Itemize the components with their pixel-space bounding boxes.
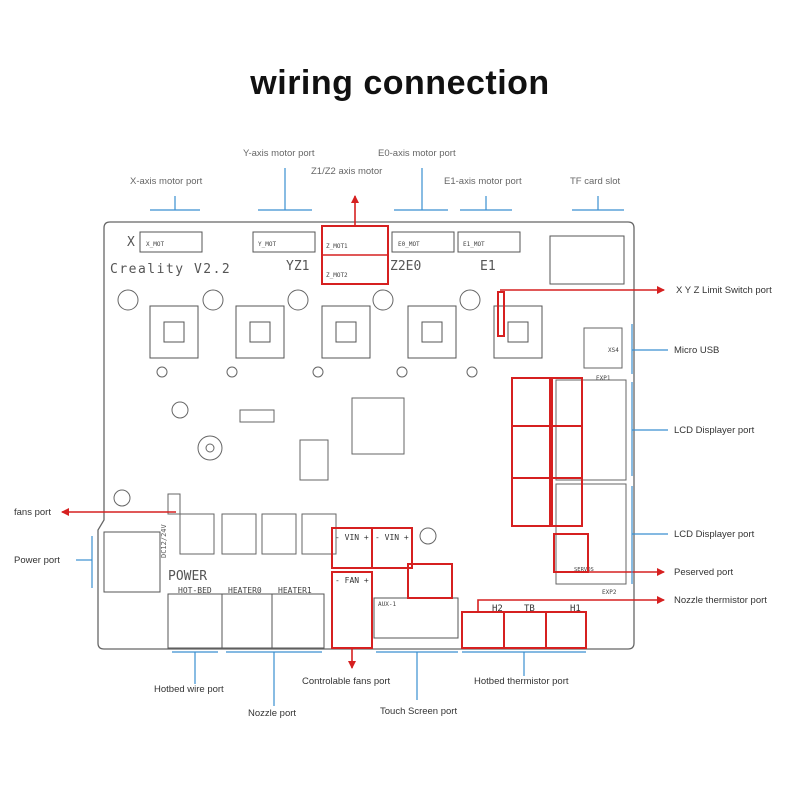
heater-terminals	[167, 593, 325, 649]
board-power-label: POWER	[168, 569, 207, 584]
thermistor-highlight	[461, 611, 587, 649]
vin-fan-highlight	[331, 527, 453, 649]
hotbed-thermistor-label: Hotbed thermistor port	[474, 676, 569, 687]
board-axis-e1: E1	[480, 259, 496, 274]
board-axis-x: X	[127, 235, 135, 250]
lcd2-label: LCD Displayer port	[674, 529, 755, 540]
e1-motor-connector	[457, 231, 521, 253]
x-motor-connector	[139, 231, 203, 253]
board-components	[113, 327, 627, 585]
conn-zmot2-text: Z_MOT2	[326, 272, 348, 279]
capacitors	[117, 289, 481, 311]
controllable-fans-label: Controlable fans port	[302, 676, 391, 687]
motor-connectors	[139, 231, 625, 285]
board-th-h1: H1	[570, 604, 581, 614]
power-jack	[103, 531, 161, 593]
board-th-h2: H2	[492, 604, 503, 614]
board-th-tb: TB	[524, 604, 535, 614]
board-fan-label: - FAN +	[335, 576, 369, 585]
driver-chips	[149, 305, 543, 359]
leader-lines	[76, 168, 668, 706]
power-port-label: Power port	[14, 555, 60, 566]
board-hotbed-label: HOT-BED	[178, 586, 212, 595]
board-heater0-label: HEATER0	[228, 586, 262, 595]
diagram-title: wiring connection	[250, 64, 550, 102]
board-vin1: - VIN +	[335, 533, 369, 542]
board-brand: Creality V2.2	[110, 262, 231, 277]
conn-e1mot-text: E1_MOT	[463, 241, 485, 248]
reserved-label: Peserved port	[674, 567, 734, 578]
y-motor-label: Y-axis motor port	[243, 148, 315, 159]
trimpots	[156, 366, 478, 378]
board-axis-z2e0: Z2E0	[390, 259, 421, 274]
board-exp1: EXP1	[596, 375, 611, 382]
tf-card-label: TF card slot	[570, 176, 621, 187]
thermistor-arrow	[477, 596, 665, 612]
nozzle-thermistor-label: Nozzle thermistor port	[674, 595, 767, 606]
e1-motor-label: E1-axis motor port	[444, 176, 522, 187]
board-servos: SERVOS	[574, 567, 594, 573]
hotbed-wire-label: Hotbed wire port	[154, 684, 224, 695]
board-axis-yz1: YZ1	[286, 259, 309, 274]
board-outline	[97, 221, 635, 650]
e0-motor-label: E0-axis motor port	[378, 148, 456, 159]
conn-zmot1-text: Z_MOT1	[326, 243, 348, 250]
nozzle-label: Nozzle port	[248, 708, 297, 719]
micro-usb-label: Micro USB	[674, 345, 720, 356]
x-motor-label: X-axis motor port	[130, 176, 203, 187]
conn-ymot-text: Y_MOT	[258, 241, 276, 248]
board-heater1-label: HEATER1	[278, 586, 312, 595]
conn-e0mot-text: E0_MOT	[398, 241, 420, 248]
e0-motor-connector	[391, 231, 455, 253]
board-exp2: EXP2	[602, 589, 617, 596]
red-arrows	[61, 195, 665, 669]
lcd1-label: LCD Displayer port	[674, 425, 755, 436]
limit-switch-highlight	[497, 291, 583, 527]
conn-xmot-text: X_MOT	[146, 241, 164, 248]
board-aux1-label: AUX-1	[378, 601, 396, 608]
board-dc-label: DC12/24V	[160, 523, 168, 558]
y-motor-connector	[252, 231, 316, 253]
touch-screen-label: Touch Screen port	[380, 706, 458, 717]
fans-label: fans port	[14, 507, 51, 518]
board-xs4: XS4	[608, 347, 619, 354]
z-motor-label: Z1/Z2 axis motor	[311, 166, 383, 177]
board-vin2: - VIN +	[375, 533, 409, 542]
limit-switch-label: X Y Z Limit Switch port	[676, 285, 772, 296]
sd-slot	[549, 235, 625, 285]
